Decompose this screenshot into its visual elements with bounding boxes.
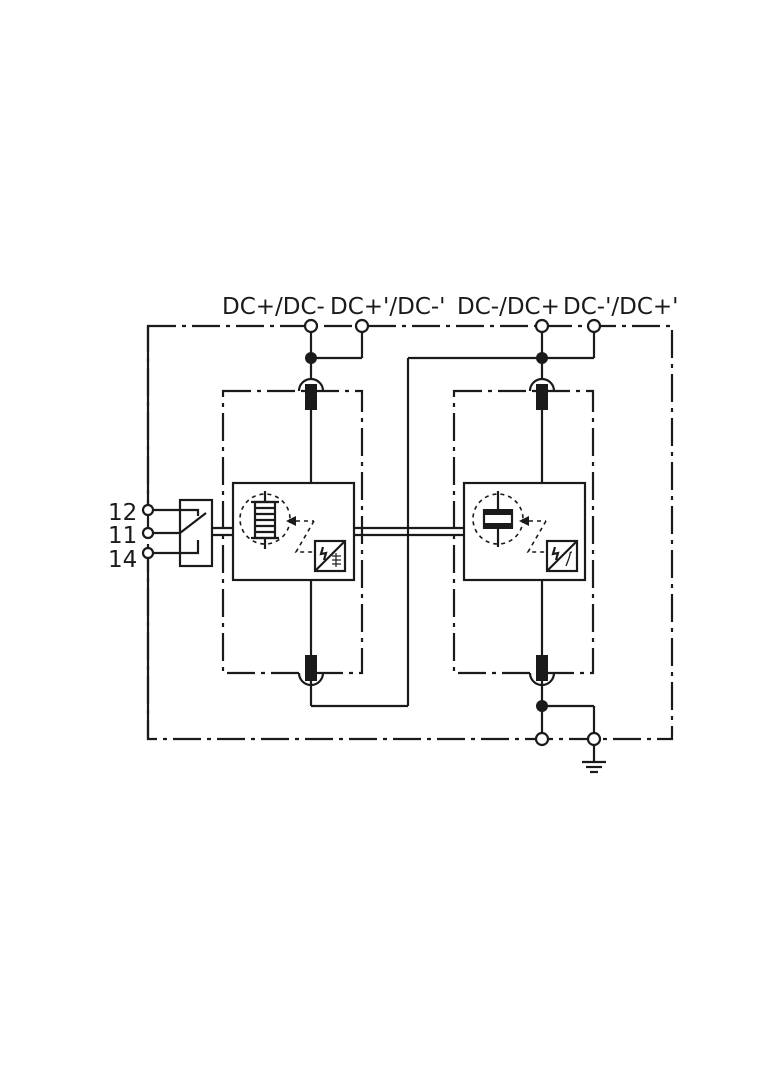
outer-housing: [146, 324, 674, 741]
remote-contact-switch-icon: [154, 498, 233, 568]
ground-icon: [582, 745, 606, 774]
varistor-icon: [239, 491, 291, 549]
contact-label-11: 11: [108, 523, 137, 549]
terminal-label-dcminus-dcplus: DC-/DC+: [457, 294, 560, 320]
terminal-pe-prime[interactable]: [586, 731, 602, 747]
terminal-dcplus-dcminus[interactable]: [303, 318, 319, 334]
terminal-12[interactable]: [141, 503, 155, 517]
junction-dot: [305, 352, 317, 364]
left-component-box: [231, 481, 356, 582]
junction-dot: [536, 352, 548, 364]
thermal-disconnector-icon: [313, 539, 347, 573]
terminal-pe[interactable]: [534, 731, 550, 747]
fuse-bottom-left: [305, 655, 317, 681]
right-module-enclosure: [452, 389, 595, 675]
terminal-dcminus-dcplus[interactable]: [534, 318, 550, 334]
terminal-dcminus-prime[interactable]: [586, 318, 602, 334]
left-protection-module: [221, 332, 408, 708]
terminal-dcplus-prime[interactable]: [354, 318, 370, 334]
fuse-top-left: [305, 384, 317, 410]
terminal-14[interactable]: [141, 546, 155, 560]
right-component-box: [462, 481, 587, 582]
gas-discharge-tube-icon: [472, 491, 524, 547]
left-module-enclosure: [221, 389, 364, 675]
terminal-11[interactable]: [141, 526, 155, 540]
right-protection-module: [452, 332, 596, 733]
thermal-disconnector-icon: [545, 539, 579, 573]
terminal-label-dcplus-prime: DC+'/DC-': [330, 294, 446, 320]
contact-label-12: 12: [108, 500, 137, 526]
contact-label-14: 14: [108, 547, 137, 573]
fuse-top-right: [536, 384, 548, 410]
terminal-label-dcminus-prime: DC-'/DC+': [563, 294, 679, 320]
terminal-label-dcplus-dcminus: DC+/DC-: [222, 294, 325, 320]
fuse-bottom-right: [536, 655, 548, 681]
